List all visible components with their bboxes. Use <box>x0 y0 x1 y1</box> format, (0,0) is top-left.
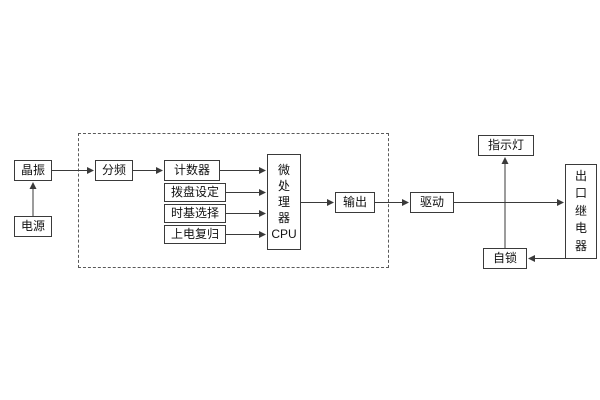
block-crystal-oscillator: 晶振 <box>14 160 52 181</box>
block-indicator-lamp: 指示灯 <box>478 135 534 156</box>
block-power-on-reset: 上电复归 <box>164 225 226 244</box>
block-timebase-select: 时基选择 <box>164 204 226 223</box>
block-counter: 计数器 <box>164 160 220 181</box>
block-drive: 驱动 <box>410 192 454 213</box>
block-dial-setting: 拨盘设定 <box>164 183 226 202</box>
dashed-enclosure <box>78 133 389 268</box>
block-output: 输出 <box>335 192 375 213</box>
block-self-lock: 自锁 <box>483 248 527 269</box>
block-outlet-relay: 出 口 继 电 器 <box>565 164 597 259</box>
block-power-supply: 电源 <box>14 216 52 237</box>
block-frequency-divider: 分频 <box>95 160 133 181</box>
block-microprocessor-cpu: 微 处 理 器 CPU <box>267 154 301 250</box>
